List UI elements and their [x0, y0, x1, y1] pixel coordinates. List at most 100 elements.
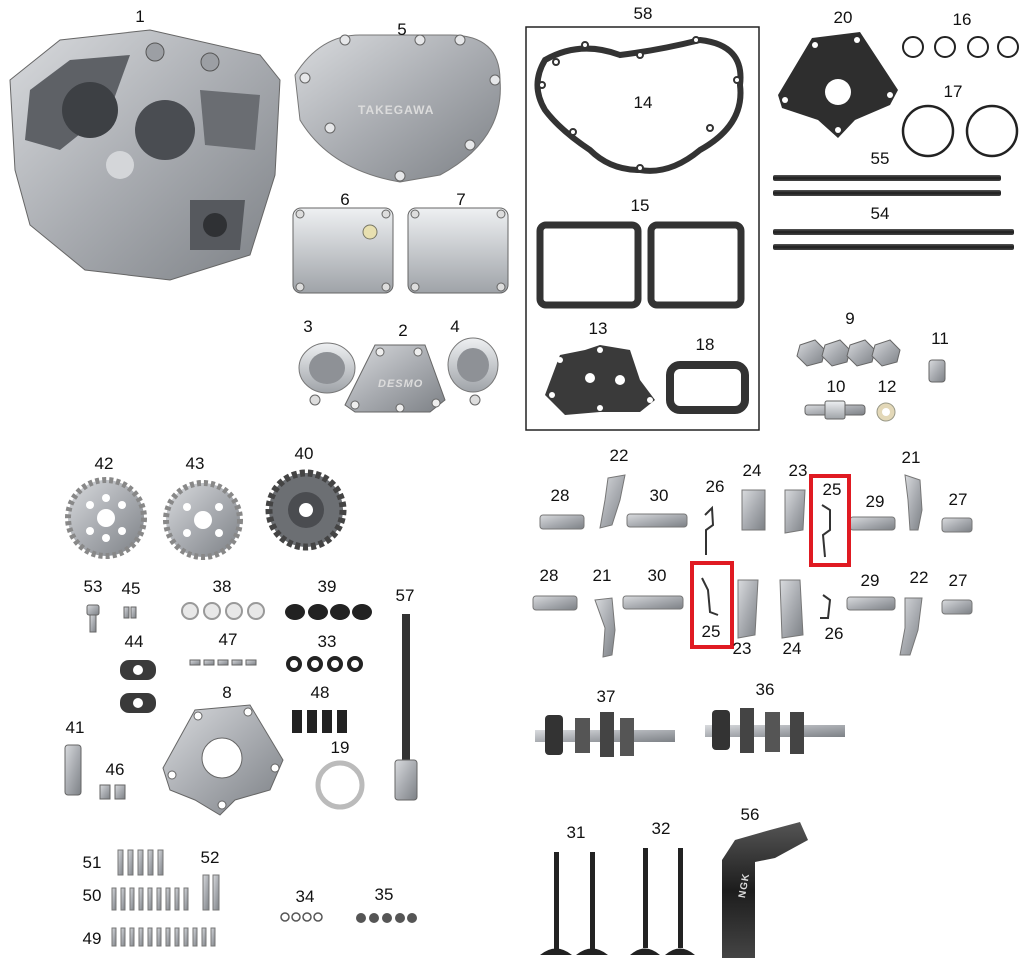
part-number-18: 18: [695, 335, 715, 354]
part-number-33: 33: [317, 632, 337, 651]
washers-38: [181, 602, 265, 620]
camshaft-36: [705, 708, 845, 754]
part-number-39: 39: [317, 577, 337, 596]
cap-4: [447, 337, 499, 406]
part-number-26-top: 26: [705, 477, 725, 496]
part-number-51: 51: [82, 853, 102, 872]
part-number-54: 54: [870, 204, 890, 223]
shims-35: [356, 913, 417, 923]
cover-logo-text: TAKEGAWA: [358, 103, 435, 117]
part-number-9: 9: [845, 309, 855, 328]
bolts-48: [292, 710, 347, 733]
part-number-40: 40: [294, 444, 314, 463]
part-number-27-bottom: 27: [948, 571, 968, 590]
plate-8: [162, 704, 284, 816]
caps-39: [285, 604, 372, 620]
part-number-8: 8: [222, 683, 232, 702]
screws-47: [189, 659, 257, 666]
highlight-box-25-bottom: [690, 561, 734, 649]
clips-34: [280, 912, 323, 922]
rocker-row-bottom: [532, 577, 973, 658]
part-number-55: 55: [870, 149, 890, 168]
bolts-49: [111, 927, 216, 947]
part-number-44: 44: [124, 632, 144, 651]
o-rings-16: [902, 36, 1019, 58]
gasket-set-box: [525, 26, 760, 431]
rocker-row-top: [539, 474, 973, 558]
part-number-20: 20: [833, 8, 853, 27]
part-number-6: 6: [340, 190, 350, 209]
gasket-15: [536, 221, 745, 309]
part-number-27-top: 27: [948, 490, 968, 509]
plug-11: [928, 359, 946, 383]
part-number-36: 36: [755, 680, 775, 699]
valve-cover-7: [407, 207, 509, 294]
fitting-10: [804, 400, 866, 420]
part-number-7: 7: [456, 190, 466, 209]
part-number-3: 3: [303, 317, 313, 336]
part-number-56: 56: [740, 805, 760, 824]
part-number-10: 10: [826, 377, 846, 396]
part-number-30-top: 30: [649, 486, 669, 505]
part-number-23-top: 23: [788, 461, 808, 480]
part-number-50: 50: [82, 886, 102, 905]
rods-54: [773, 229, 1014, 250]
part-number-57: 57: [395, 586, 415, 605]
part-number-2: 2: [398, 321, 408, 340]
part-number-15: 15: [630, 196, 650, 215]
pins-45: [123, 606, 137, 619]
gasket-14: [534, 36, 744, 174]
part-number-17: 17: [943, 82, 963, 101]
part-number-25-top: 25: [822, 480, 842, 499]
orings-33: [286, 656, 363, 672]
gear-43: [163, 480, 243, 560]
part-number-5: 5: [397, 20, 407, 39]
part-number-4: 4: [450, 317, 460, 336]
part-number-53: 53: [83, 577, 103, 596]
part-number-24-bottom: 24: [782, 639, 802, 658]
part-number-16: 16: [952, 10, 972, 29]
highlight-box-25-top: [809, 474, 851, 567]
cylinder-head: [9, 29, 281, 281]
gear-42: [65, 477, 147, 559]
part-number-24-top: 24: [742, 461, 762, 480]
part-number-35: 35: [374, 885, 394, 904]
part-number-23-bottom: 23: [732, 639, 752, 658]
part-number-49: 49: [82, 929, 102, 948]
bolt-53: [86, 604, 100, 633]
part-number-42: 42: [94, 454, 114, 473]
part-number-21-top: 21: [901, 448, 921, 467]
bolts-52: [202, 874, 220, 911]
valves-32: [630, 848, 695, 955]
part-number-12: 12: [877, 377, 897, 396]
rods-55: [773, 175, 1001, 196]
cam-cover: [294, 34, 501, 183]
part-number-28-top: 28: [550, 486, 570, 505]
nuts-9: [796, 339, 901, 367]
part-number-11: 11: [931, 329, 949, 348]
tool-57: [394, 614, 418, 801]
part-number-1: 1: [135, 7, 145, 26]
part-number-30-bottom: 30: [647, 566, 667, 585]
part-number-43: 43: [185, 454, 205, 473]
washer-12: [876, 402, 896, 422]
part-number-19: 19: [330, 738, 350, 757]
o-rings-17: [901, 104, 1019, 158]
part-number-34: 34: [295, 887, 315, 906]
ring-19: [315, 760, 365, 810]
valves-31: [540, 852, 608, 955]
part-number-37: 37: [596, 687, 616, 706]
part-number-48: 48: [310, 683, 330, 702]
bolts-50: [111, 887, 189, 911]
gaskets-44: [120, 660, 156, 713]
gasket-13: [545, 345, 655, 415]
gear-40: [265, 469, 347, 551]
part-number-58: 58: [633, 4, 653, 23]
pins-46: [99, 784, 126, 800]
part-number-47: 47: [218, 630, 238, 649]
bolts-51: [117, 849, 164, 876]
part-number-32: 32: [651, 819, 671, 838]
sleeve-41: [64, 744, 82, 796]
part-number-26-bottom: 26: [824, 624, 844, 643]
part-number-38: 38: [212, 577, 232, 596]
